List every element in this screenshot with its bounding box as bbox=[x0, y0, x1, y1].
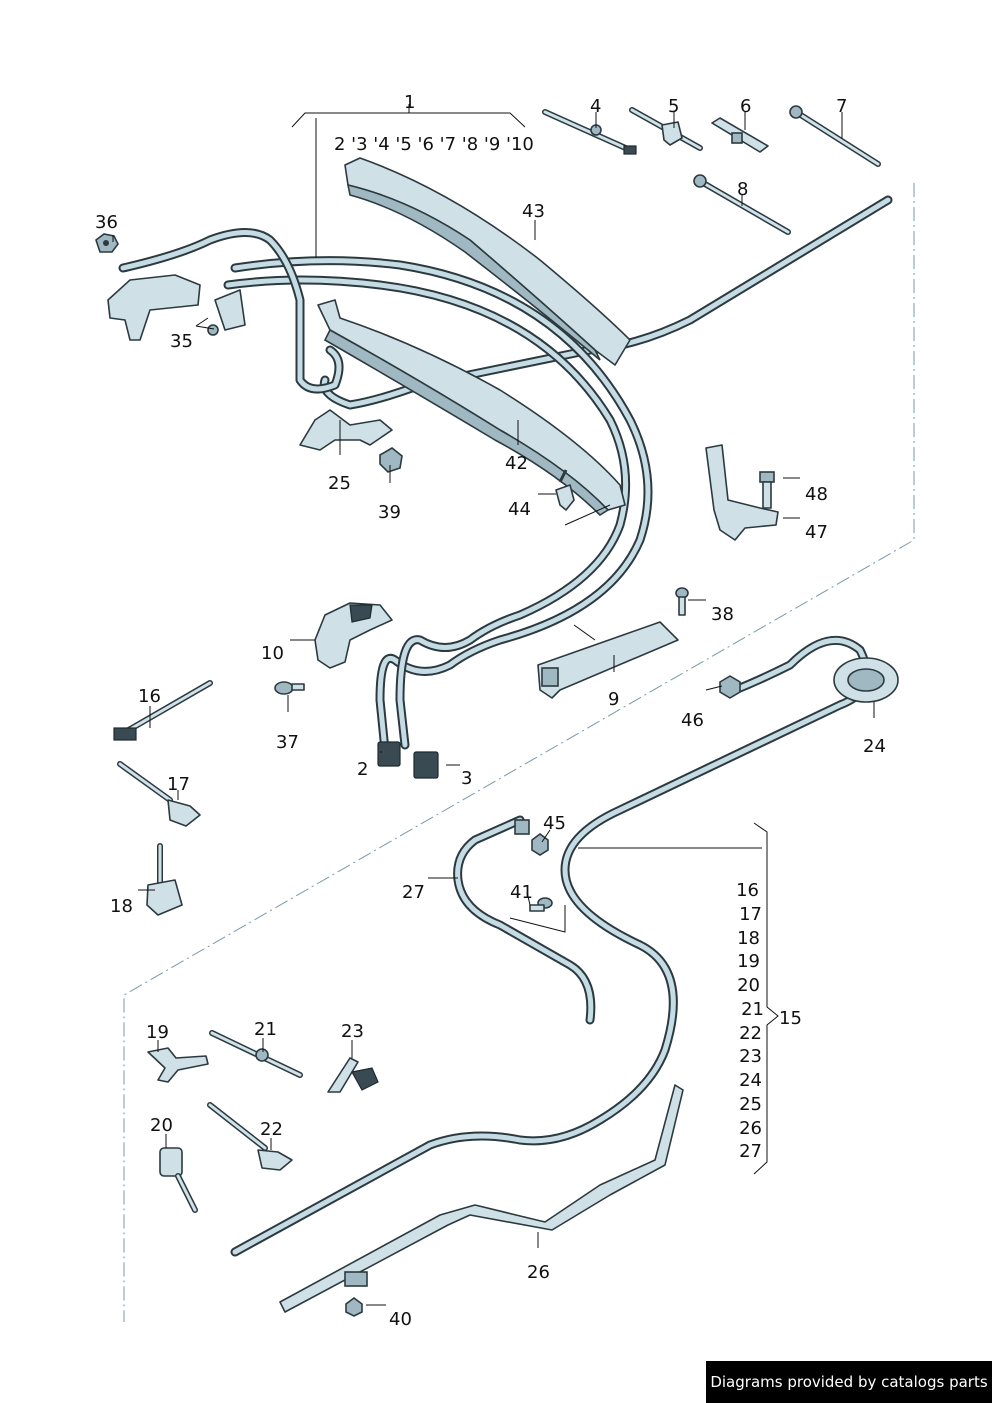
callout-6: 6 bbox=[740, 96, 751, 117]
part-4-cable-tie-clip bbox=[542, 109, 637, 155]
callout-15: 15 bbox=[779, 1008, 802, 1029]
callout-47: 47 bbox=[805, 522, 828, 543]
part-2-connector bbox=[377, 741, 401, 767]
callout-18: 18 bbox=[110, 896, 133, 917]
list-item: 21 bbox=[741, 999, 764, 1020]
part-16-cable-tie bbox=[113, 680, 213, 741]
callout-35: 35 bbox=[170, 331, 193, 352]
part-6-edge-clip bbox=[711, 117, 769, 153]
callout-37: 37 bbox=[276, 732, 299, 753]
callout-22: 22 bbox=[260, 1119, 283, 1140]
part-39-nut bbox=[379, 447, 403, 473]
callout-7: 7 bbox=[836, 96, 847, 117]
part-47-bracket bbox=[705, 444, 779, 541]
callout-39: 39 bbox=[378, 502, 401, 523]
part-22-cable-tie bbox=[207, 1102, 293, 1171]
main-cable-harness bbox=[118, 195, 893, 755]
callout-9: 9 bbox=[608, 689, 619, 710]
callout-26: 26 bbox=[527, 1262, 550, 1283]
callout-24: 24 bbox=[863, 736, 886, 757]
callout-5: 5 bbox=[668, 96, 679, 117]
part-19-holder bbox=[147, 1047, 209, 1083]
callout-25: 25 bbox=[328, 473, 351, 494]
part-44-clip bbox=[555, 469, 575, 511]
footer-credit: Diagrams provided by catalogs parts bbox=[706, 1361, 992, 1403]
callout-38: 38 bbox=[711, 604, 734, 625]
callout-45: 45 bbox=[543, 813, 566, 834]
callout-4: 4 bbox=[590, 96, 601, 117]
part-10-bracket bbox=[314, 602, 393, 669]
list-item: 20 bbox=[737, 975, 760, 996]
part-37-screw bbox=[274, 681, 305, 695]
part-42-cable-duct bbox=[317, 299, 626, 517]
callout-1: 1 bbox=[404, 92, 415, 113]
callout-20: 20 bbox=[150, 1115, 173, 1136]
callout-41: 41 bbox=[510, 882, 533, 903]
part-26-cable-duct bbox=[279, 1084, 684, 1313]
callout-23: 23 bbox=[341, 1021, 364, 1042]
callout-46: 46 bbox=[681, 710, 704, 731]
callout-43: 43 bbox=[522, 201, 545, 222]
part-23-clip bbox=[327, 1057, 379, 1093]
callout-44: 44 bbox=[508, 499, 531, 520]
boundary-lines bbox=[123, 183, 915, 1322]
list-item: 22 bbox=[739, 1023, 762, 1044]
list-item: 23 bbox=[739, 1046, 762, 1067]
list-item: 27 bbox=[739, 1141, 762, 1162]
callout-42: 42 bbox=[505, 453, 528, 474]
callout-2-10: 2 '3 '4 '5 '6 '7 '8 '9 '10 bbox=[334, 134, 534, 155]
callout-19: 19 bbox=[146, 1022, 169, 1043]
part-3-connector bbox=[413, 751, 439, 779]
callout-labels: 1 2 '3 '4 '5 '6 '7 '8 '9 '10 4 5 6 7 8 4… bbox=[95, 92, 886, 1330]
part-9-holder bbox=[537, 621, 679, 699]
callout-27: 27 bbox=[402, 882, 425, 903]
list-item: 18 bbox=[737, 928, 760, 949]
callout-48: 48 bbox=[805, 484, 828, 505]
callout-16: 16 bbox=[138, 686, 161, 707]
list-item: 16 bbox=[736, 880, 759, 901]
part-41-screw bbox=[529, 897, 553, 912]
list-item: 24 bbox=[739, 1070, 762, 1091]
part-24-battery-cable bbox=[230, 635, 899, 1257]
part-48-bolt bbox=[759, 471, 775, 509]
callout-10: 10 bbox=[261, 643, 284, 664]
part-43-cable-duct bbox=[344, 157, 631, 366]
list-item: 19 bbox=[737, 951, 760, 972]
part-7-cable-tie bbox=[789, 105, 881, 167]
part-27-bracket bbox=[453, 815, 596, 1025]
callout-3: 3 bbox=[461, 768, 472, 789]
list-item: 25 bbox=[739, 1094, 762, 1115]
group-15-list: 16 17 18 19 20 21 22 23 24 25 26 27 bbox=[736, 880, 764, 1162]
part-8-cable-tie bbox=[693, 174, 791, 235]
part-38-screw bbox=[675, 587, 689, 616]
list-item: 17 bbox=[739, 904, 762, 925]
callout-2: 2 bbox=[357, 759, 368, 780]
part-46-nut bbox=[719, 675, 741, 699]
part-25-bracket bbox=[299, 409, 393, 451]
part-35-bracket bbox=[107, 274, 246, 341]
part-18-cable-tie bbox=[146, 843, 183, 916]
part-20-holder bbox=[159, 1147, 198, 1213]
part-36-nut bbox=[95, 233, 119, 253]
list-item: 26 bbox=[739, 1118, 762, 1139]
callout-21: 21 bbox=[254, 1019, 277, 1040]
part-40-nut bbox=[345, 1297, 363, 1317]
callout-36: 36 bbox=[95, 212, 118, 233]
callout-17: 17 bbox=[167, 774, 190, 795]
callout-8: 8 bbox=[737, 179, 748, 200]
part-21-cable-tie-clip bbox=[209, 1030, 303, 1078]
leader-lines bbox=[112, 104, 875, 1306]
part-17-cable-tie bbox=[117, 761, 201, 827]
part-5-cable-tie-clip bbox=[629, 107, 703, 151]
callout-40: 40 bbox=[389, 1309, 412, 1330]
